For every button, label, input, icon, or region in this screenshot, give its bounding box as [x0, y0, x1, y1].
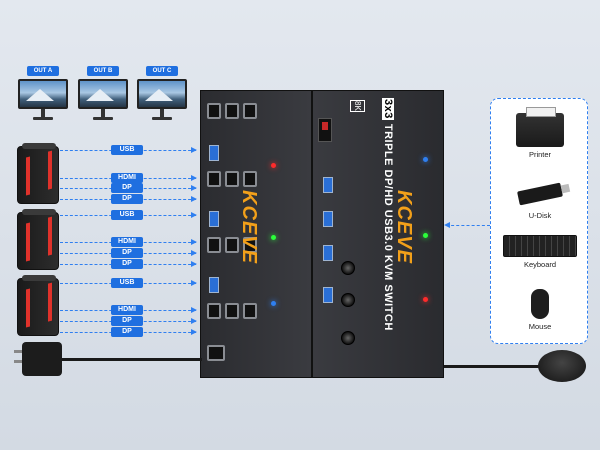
dp-port	[225, 237, 239, 253]
power-port	[207, 345, 225, 361]
power-adapter-icon	[14, 342, 62, 376]
dp-port	[243, 103, 257, 119]
peripheral-mouse: Mouse	[491, 289, 589, 331]
computer-1	[17, 143, 59, 204]
ratio-badge: 3x3	[382, 98, 394, 120]
brand-logo-front: KCEVE	[393, 190, 415, 264]
select-button-1[interactable]	[341, 261, 355, 275]
status-led-green	[271, 235, 276, 240]
peripheral-label: Printer	[528, 150, 552, 159]
keyboard-icon	[503, 235, 577, 257]
cable-tag-hdmi: HDMI	[111, 173, 143, 183]
mouse-icon	[531, 289, 549, 319]
usb-drive-icon	[517, 182, 563, 206]
cable-tag-dp: DP	[111, 327, 143, 337]
usb-port	[323, 245, 333, 261]
controller-cable	[444, 365, 540, 368]
monitor-screen	[137, 79, 187, 109]
status-led-blue	[271, 301, 276, 306]
usb-port	[209, 145, 219, 161]
cable-tag-dp: DP	[111, 248, 143, 258]
dp-port	[207, 103, 221, 119]
peripheral-udisk: U-Disk	[491, 177, 589, 220]
dp-port	[243, 303, 257, 319]
peripheral-label: Mouse	[528, 322, 552, 331]
monitor-out-c: OUT C	[137, 66, 187, 120]
computer-2	[17, 209, 59, 270]
dp-port	[207, 171, 221, 187]
kvm-switch-front-panel	[312, 90, 444, 378]
cable-tag-dp: DP	[111, 316, 143, 326]
usb-port	[323, 177, 333, 193]
peripherals-panel: Printer U-Disk Keyboard Mouse	[490, 98, 588, 344]
monitor-screen	[78, 79, 128, 109]
cable-tag-hdmi: HDMI	[111, 305, 143, 315]
dp-port	[207, 303, 221, 319]
monitor-out-b: OUT B	[78, 66, 128, 120]
desktop-controller-icon[interactable]	[538, 350, 586, 382]
printer-icon	[516, 107, 564, 147]
monitor-label: OUT A	[27, 66, 59, 76]
power-toggle[interactable]	[318, 118, 332, 142]
status-led-red	[423, 297, 428, 302]
select-button-2[interactable]	[341, 293, 355, 307]
brand-logo-back: KCEVE	[238, 190, 260, 264]
monitor-label: OUT B	[87, 66, 119, 76]
peripheral-label: U-Disk	[528, 211, 552, 220]
select-button-3[interactable]	[341, 331, 355, 345]
cable-tag-usb: USB	[111, 145, 143, 155]
computer-3	[17, 275, 59, 336]
status-led-green	[423, 233, 428, 238]
dp-port	[243, 237, 257, 253]
usb-port	[209, 277, 219, 293]
dp-port	[225, 303, 239, 319]
dp-port	[225, 171, 239, 187]
cable-tag-hdmi: HDMI	[111, 237, 143, 247]
monitor-label: OUT C	[146, 66, 178, 76]
cable-tag-dp: DP	[111, 259, 143, 269]
dp-port	[207, 237, 221, 253]
usb-port	[323, 211, 333, 227]
cable-tag-dp: DP	[111, 194, 143, 204]
resolution-badge: 8K	[350, 100, 365, 112]
usb-port	[209, 211, 219, 227]
peripheral-arrow	[444, 222, 490, 228]
cable-tag-usb: USB	[111, 278, 143, 288]
cable-tag-usb: USB	[111, 210, 143, 220]
kvm-switch-back-panel	[200, 90, 312, 378]
peripheral-keyboard: Keyboard	[491, 235, 589, 269]
peripheral-label: Keyboard	[523, 260, 557, 269]
device-model-label: 3x3TRIPLE DP/HD USB3.0 KVM SWITCH	[382, 98, 394, 331]
power-cable	[62, 358, 202, 361]
status-led-red	[271, 163, 276, 168]
dp-port	[243, 171, 257, 187]
cable-tag-dp: DP	[111, 183, 143, 193]
model-text: TRIPLE DP/HD USB3.0 KVM SWITCH	[382, 123, 394, 331]
monitor-screen	[18, 79, 68, 109]
monitor-out-a: OUT A	[18, 66, 68, 120]
peripheral-printer: Printer	[491, 107, 589, 159]
status-led-blue	[423, 157, 428, 162]
usb-port	[323, 287, 333, 303]
dp-port	[225, 103, 239, 119]
